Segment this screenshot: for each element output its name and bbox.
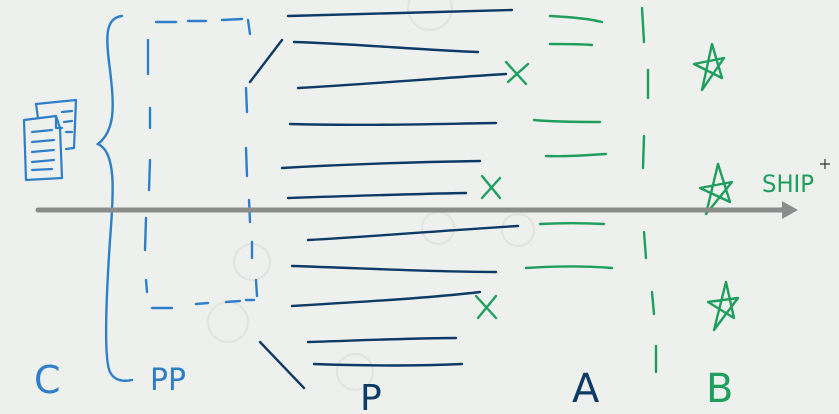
label-b: B — [706, 366, 733, 412]
plus-icon — [820, 159, 830, 169]
label-c: C — [34, 358, 61, 402]
p-funnel-lines — [248, 8, 520, 390]
x-mark-icon — [474, 60, 530, 320]
star-icon — [692, 42, 740, 332]
documents-icon — [22, 98, 78, 182]
ab-separator — [640, 6, 658, 374]
curly-brace — [95, 14, 134, 382]
label-p: P — [360, 378, 382, 414]
label-a: A — [572, 366, 600, 412]
a-column-lines — [524, 14, 614, 270]
label-pp: PP — [150, 363, 186, 398]
process-arrow — [35, 201, 798, 219]
pp-dashed-box — [143, 17, 259, 310]
label-ship: SHIP — [762, 170, 814, 198]
